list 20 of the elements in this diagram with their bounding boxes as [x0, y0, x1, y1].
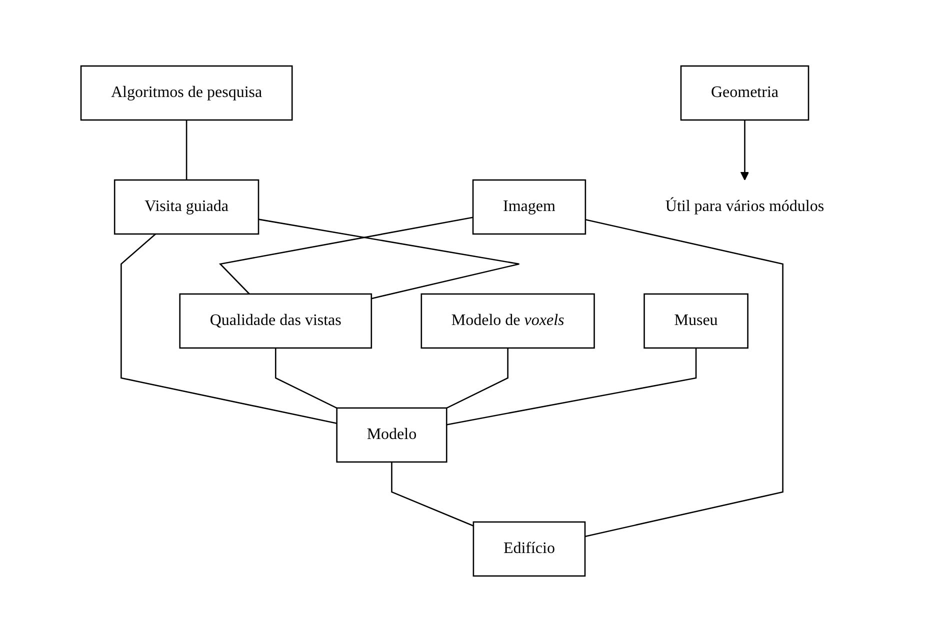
node-box: Edifício [472, 520, 586, 576]
node-text: Útil para vários módulos [665, 197, 824, 214]
connector [446, 348, 508, 408]
node-box: Algoritmos de pesquisa [80, 64, 293, 120]
connector [391, 462, 474, 526]
connector [446, 348, 697, 425]
node-box: Museu [644, 292, 748, 348]
node-box: Imagem [472, 178, 586, 234]
connector [218, 216, 474, 294]
connector [120, 233, 337, 424]
connector [584, 218, 784, 537]
connector [258, 218, 520, 299]
node-box: Visita guiada [114, 178, 260, 234]
node-box: Modelo [336, 406, 448, 462]
arrow [740, 120, 750, 180]
node-box: Qualidade das vistas [179, 292, 372, 348]
node-box: Modelo de voxels [420, 292, 595, 348]
connector [274, 348, 338, 408]
connector [186, 120, 188, 180]
node-box: Geometria [680, 64, 810, 120]
